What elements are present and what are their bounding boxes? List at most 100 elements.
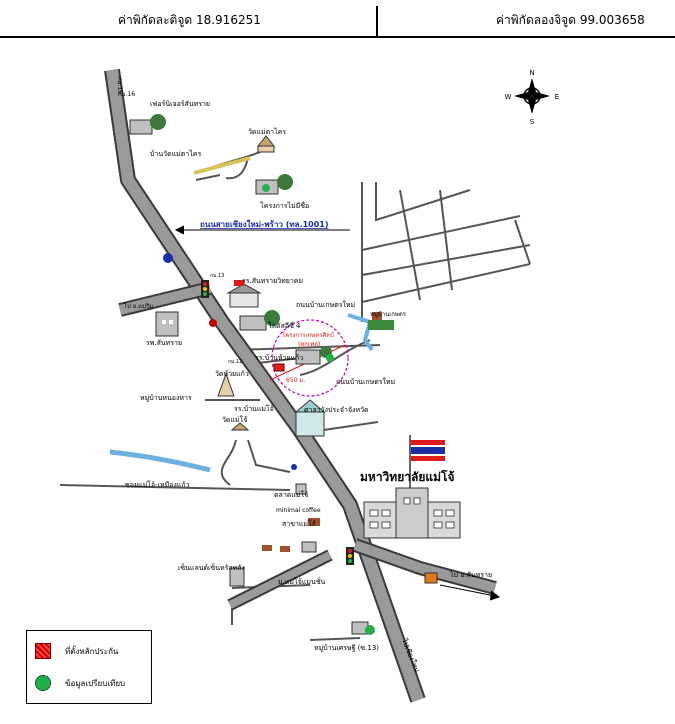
label-sansai-wittayakom: รร.สันทรายวิทยาคม — [242, 277, 303, 285]
wat-mae-jo-icon — [230, 422, 250, 431]
map-legend: ที่ตั้งหลักประกัน ข้อมูลเปรียบเทียบ — [26, 630, 152, 704]
location-map: N S E W — [59, 68, 560, 703]
bank-icon — [291, 464, 297, 470]
hospital-icon — [155, 311, 179, 337]
label-km16-vertical: กม.16 — [116, 77, 123, 94]
label-ban-huai-kaew: รร.บ้านห้วยแก้ว — [255, 354, 303, 362]
label-phase: (ทุกเฟส) — [298, 341, 320, 348]
mansion-houses-icon — [262, 541, 317, 553]
legend-row-collateral: ที่ตั้งหลักประกัน — [35, 641, 147, 661]
road-ban-wat — [195, 174, 221, 181]
road-to-sansai — [352, 538, 497, 595]
label-canal-road: ซอยแม่โจ้-เหมืองแก้ว — [125, 480, 190, 489]
label-maejo-university: มหาวิทยาลัยแม่โจ้ — [360, 469, 454, 484]
university-flag-icon — [409, 435, 445, 488]
label-ban-kaset-mai-2: ถนนบ้านเกษตรใหม่ — [336, 377, 395, 386]
arrow-main-road-head — [174, 225, 185, 235]
traffic-light-icon-south — [346, 547, 354, 565]
road-grid-4 — [361, 263, 531, 303]
road-grid-1 — [375, 182, 471, 222]
road-to-mansion — [227, 549, 333, 611]
village-bottom-icon — [351, 621, 375, 635]
road-grid-v1 — [399, 189, 421, 301]
label-furniture: เฟอร์นิเจอร์สันทราย — [150, 100, 210, 108]
market-icon — [295, 483, 307, 495]
comparison-swatch-icon — [35, 675, 51, 691]
latitude-label: ค่าพิกัดละติจูด 18.916251 — [118, 13, 261, 27]
label-see-land: เซ็นแลนด์เซ็นทรัลหลัง — [178, 563, 245, 572]
main-road — [104, 68, 426, 703]
lotus-store-icon — [239, 310, 280, 331]
road-grid-v3 — [514, 219, 531, 265]
label-wat-mae-jo: วัดแม่โจ้ — [222, 415, 247, 424]
seven-eleven-icon — [424, 572, 438, 584]
gas-station-icon — [209, 319, 217, 327]
compass-w: W — [505, 93, 512, 101]
project-mai-mi-chue-icon — [255, 174, 293, 195]
label-palace: ศาลาวังประจำจังหวัด — [304, 406, 369, 414]
label-nong-han: หมู่บ้านหนองหาร — [140, 394, 192, 402]
legend-collateral-label: ที่ตั้งหลักประกัน — [65, 647, 119, 656]
label-lotus: โลตัสอีซี่ 4 — [268, 321, 301, 330]
header-divider — [376, 6, 378, 36]
label-mae-jo-mansion: ม.แม่โจ้แมนชั่น — [278, 577, 325, 586]
school-sansai-icon — [226, 280, 262, 308]
canal-line — [109, 449, 211, 473]
palace-icon — [294, 399, 326, 437]
traffic-light-icon — [201, 280, 209, 298]
cafe-icon — [308, 518, 320, 526]
longitude-label: ค่าพิกัดลองจิจูด 99.003658 — [496, 13, 645, 27]
water-icon — [163, 253, 173, 263]
legend-comparison-label: ข้อมูลเปรียบเทียบ — [65, 679, 126, 688]
road-small-loop — [225, 157, 249, 180]
university-building-icon — [363, 487, 461, 539]
label-wat-mae-ta-krai: วัดแม่ตาไคร — [248, 127, 286, 136]
building-icons — [129, 114, 461, 635]
stream-line — [347, 313, 374, 352]
label-main-road: ถนนสายเชียงใหม่-พร้าว (ทล.1001) — [200, 219, 329, 229]
road-to-mae-rim — [118, 281, 212, 317]
road-grid-2 — [361, 215, 521, 251]
label-to-sansai: ไป อ.สันทราย — [449, 570, 492, 579]
road-branch-b — [247, 439, 291, 473]
compass-rose: N S E W — [505, 69, 560, 126]
see-land-building-icon — [229, 567, 245, 587]
road-branch-a — [220, 439, 237, 486]
label-village-bottom: หมู่บ้านเศรษฐี (ซ.13) — [314, 644, 379, 652]
furniture-building-icon — [129, 114, 166, 135]
road-grid-3 — [361, 244, 531, 276]
compass-e: E — [555, 93, 559, 101]
compass-s: S — [530, 118, 535, 126]
village-house-icon — [368, 312, 394, 330]
project-radius-circle — [271, 319, 349, 397]
label-hospital: รพ.สันทราย — [146, 339, 182, 347]
label-mae-jo-branch: สาขาแม่โจ้ — [282, 519, 316, 528]
legend-row-comparison: ข้อมูลเปรียบเทียบ — [35, 673, 147, 693]
label-moo-ban-kaset: หมู่บ้านเกษตร — [370, 311, 407, 318]
yellow-road-segment — [193, 156, 251, 175]
label-wat-huai-kaew: วัดห้วยแก้ว — [215, 370, 249, 378]
label-km12: กม.12 — [228, 359, 242, 365]
label-km16: กม.16 — [118, 91, 135, 98]
label-km13: กม.13 — [210, 273, 224, 279]
label-distance: 650 ม. — [286, 377, 305, 384]
label-mai-mi-chue: โครงการไม่มีชื่อ — [260, 201, 309, 210]
road-village — [309, 637, 361, 641]
label-ban-wat-mae-ta-krai: บ้านวัดแม่ตาไคร — [150, 149, 201, 158]
label-kaset-sin: โครงการเกษตรศิลป์ — [282, 331, 334, 339]
label-to-mae-rim: ไป อ.แม่ริม — [123, 302, 153, 310]
map-labels: กม.16 กม.16 เฟอร์นิเจอร์สันทราย วัดแม่ตา… — [116, 77, 492, 673]
compass-n: N — [529, 69, 534, 77]
label-minimal-coffee: minimal coffee — [276, 507, 321, 514]
arrow-sansai-head — [489, 590, 501, 601]
direction-arrows — [174, 225, 501, 601]
collateral-swatch-icon — [35, 643, 51, 659]
road-huai-kaew — [257, 357, 301, 364]
road-grid-v2 — [439, 189, 453, 291]
label-ban-mae-jo: รร.บ้านแม่โจ้ — [234, 404, 274, 413]
kaset-sin-project-icon — [273, 346, 334, 372]
road-mae-jo-muang-kaew — [59, 484, 291, 491]
coordinates-header: ค่าพิกัดละติจูด 18.916251 ค่าพิกัดลองจิจ… — [0, 0, 675, 38]
arrow-sansai — [439, 584, 496, 597]
label-ban-kaset-mai-1: ถนนบ้านเกษตรใหม่ — [296, 300, 355, 309]
